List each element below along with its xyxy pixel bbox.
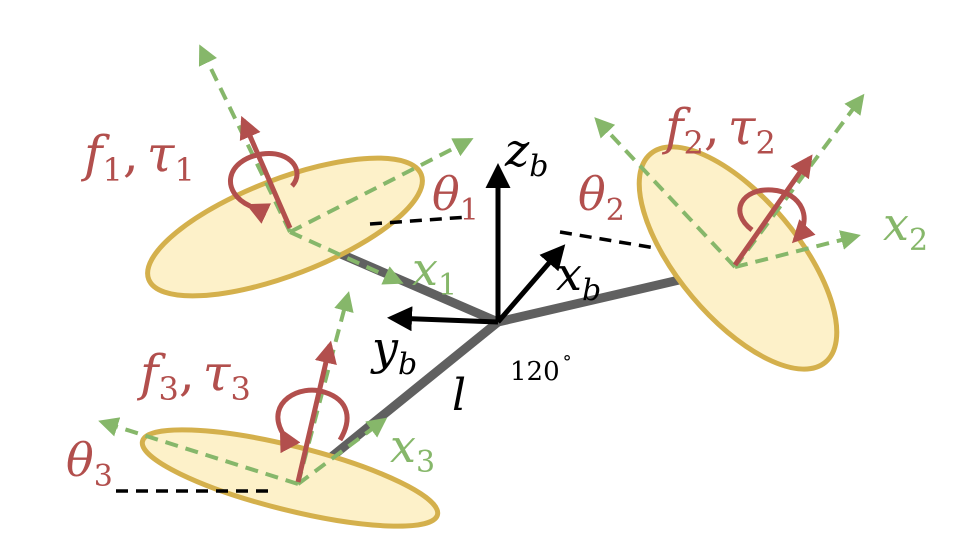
rotor-3 (98, 291, 441, 529)
rotor-1-angle-label: θ1 (432, 167, 479, 228)
rotor-2 (559, 93, 865, 372)
body-x-label: xb (556, 247, 601, 308)
rotor-2-angle-ref (559, 230, 656, 250)
rotor-1-angle-ref (369, 215, 469, 226)
rotor-3-y-axis (98, 417, 299, 486)
rotor-3-axis-label: x3 (390, 419, 435, 480)
rotor-2-thrust-arrow (732, 154, 813, 267)
body-frame (387, 163, 566, 332)
rotor-1-torque-arrow (228, 151, 300, 224)
rotor-3-x-axis (296, 417, 388, 486)
rotor-1-y-axis (289, 138, 474, 234)
rotor-1 (145, 44, 474, 299)
rotor-1-axis-label: x1 (412, 242, 457, 303)
rotor-3-torque-arrow (275, 387, 350, 454)
body-z-label: zb (504, 123, 548, 184)
rotor-3-thrust-arrow (295, 340, 337, 483)
rotor-3-angle-label: θ3 (66, 433, 113, 494)
rotor-1-force-torque-label: f1,τ1 (80, 125, 195, 189)
rotor-2-angle-label: θ2 (578, 167, 625, 228)
rotor-2-force-torque-label: f2,τ2 (661, 98, 776, 162)
body-x-axis (496, 244, 566, 324)
arm-angle-label: 120° (510, 352, 572, 387)
body-y-label: yb (370, 321, 417, 382)
rotor-2-z-axis (733, 93, 865, 269)
arm-length-label: l (452, 370, 466, 421)
body-y-axis (387, 306, 499, 332)
rotor-2-axis-label: x2 (883, 197, 928, 258)
rotor-3-force-torque-label: f3,τ3 (136, 344, 251, 408)
rotor-1-z-axis (198, 44, 292, 233)
rotor-1-thrust-arrow (239, 115, 293, 229)
rotor-2-torque-arrow (737, 187, 816, 244)
rotor-2-y-axis (594, 117, 737, 269)
